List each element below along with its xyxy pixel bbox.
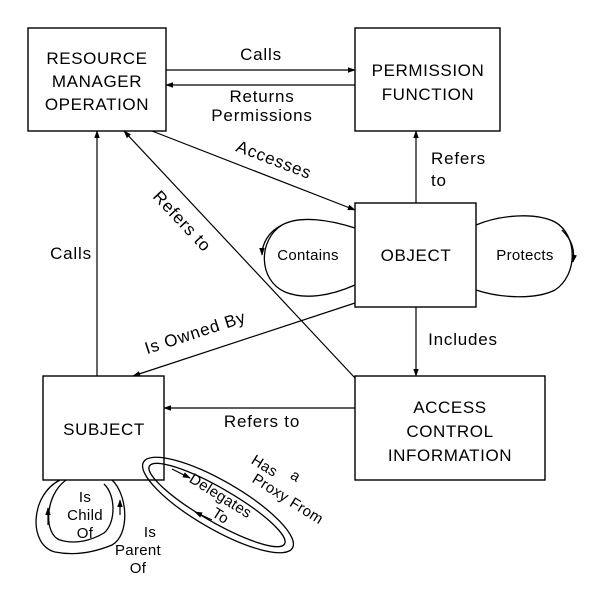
loop-delegates-to-arrowhead	[194, 511, 213, 521]
loop-has-a-proxy-from-label: From	[287, 494, 327, 528]
node-label: OBJECT	[381, 246, 452, 265]
loop-contains-label: Contains	[277, 247, 339, 264]
edge-is-owned-by-label: Is Owned By	[142, 307, 248, 358]
loop-is-parent-of-label: Of	[130, 560, 147, 577]
node-label-line: RESOURCE	[46, 49, 147, 68]
edge-aci-refers-to-rmo-label: Refers to	[149, 187, 215, 256]
edge-calls-label: Calls	[240, 45, 282, 64]
node-label-line: INFORMATION	[388, 446, 512, 465]
loop-delegates-to	[148, 462, 286, 548]
node-label-line: OPERATION	[45, 95, 149, 114]
edge-refers-to-label: to	[431, 171, 447, 190]
loop-delegates-to-label: To	[209, 505, 232, 528]
node-permission-function: PERMISSION FUNCTION	[354, 27, 501, 132]
loop-has-a-proxy-from-label: a	[287, 467, 304, 486]
loop-protects-label: Protects	[496, 247, 553, 264]
node-label-line: CONTROL	[406, 422, 493, 441]
node-label-line: FUNCTION	[382, 85, 475, 104]
node-label-line: PERMISSION	[372, 61, 485, 80]
edge-returns-permissions-label: Permissions	[211, 106, 312, 125]
edge-aci-refers-to-rmo-arrow	[123, 130, 356, 379]
loop-is-child-of-outer	[35, 479, 126, 555]
loop-protects-arrowhead	[561, 229, 577, 263]
loop-has-a-proxy-from-arrowhead	[171, 468, 191, 479]
loop-is-parent-of-label: Parent	[115, 542, 162, 559]
node-access-control-information: ACCESS CONTROL INFORMATION	[354, 375, 546, 481]
edge-accesses-label: Accesses	[234, 137, 315, 183]
node-object: OBJECT	[354, 202, 477, 308]
edge-aci-refers-to-subject-label: Refers to	[224, 412, 300, 431]
edge-refers-to-label: Refers	[431, 149, 486, 168]
loop-is-parent-of-label: Is	[144, 524, 156, 541]
node-label-line: MANAGER	[52, 72, 142, 91]
edge-subject-calls-label: Calls	[50, 244, 92, 263]
loop-is-child-of-label: Of	[77, 525, 94, 542]
edge-accesses-arrow	[151, 130, 356, 211]
edge-is-owned-by-arrow	[132, 302, 356, 377]
loop-contains-arrowhead	[259, 224, 283, 256]
loop-is-child-of-label: Child	[67, 507, 103, 524]
node-label: SUBJECT	[63, 420, 145, 439]
loop-contains	[263, 218, 356, 297]
node-subject: SUBJECT	[42, 375, 165, 481]
node-resource-manager-operation: RESOURCE MANAGER OPERATION	[27, 27, 167, 132]
edge-returns-permissions-label: Returns	[229, 87, 294, 106]
loop-is-child-of-label: Is	[79, 489, 91, 506]
loop-has-a-proxy-from	[141, 456, 295, 554]
node-label-line: ACCESS	[413, 398, 487, 417]
edge-includes-label: Includes	[428, 330, 498, 349]
